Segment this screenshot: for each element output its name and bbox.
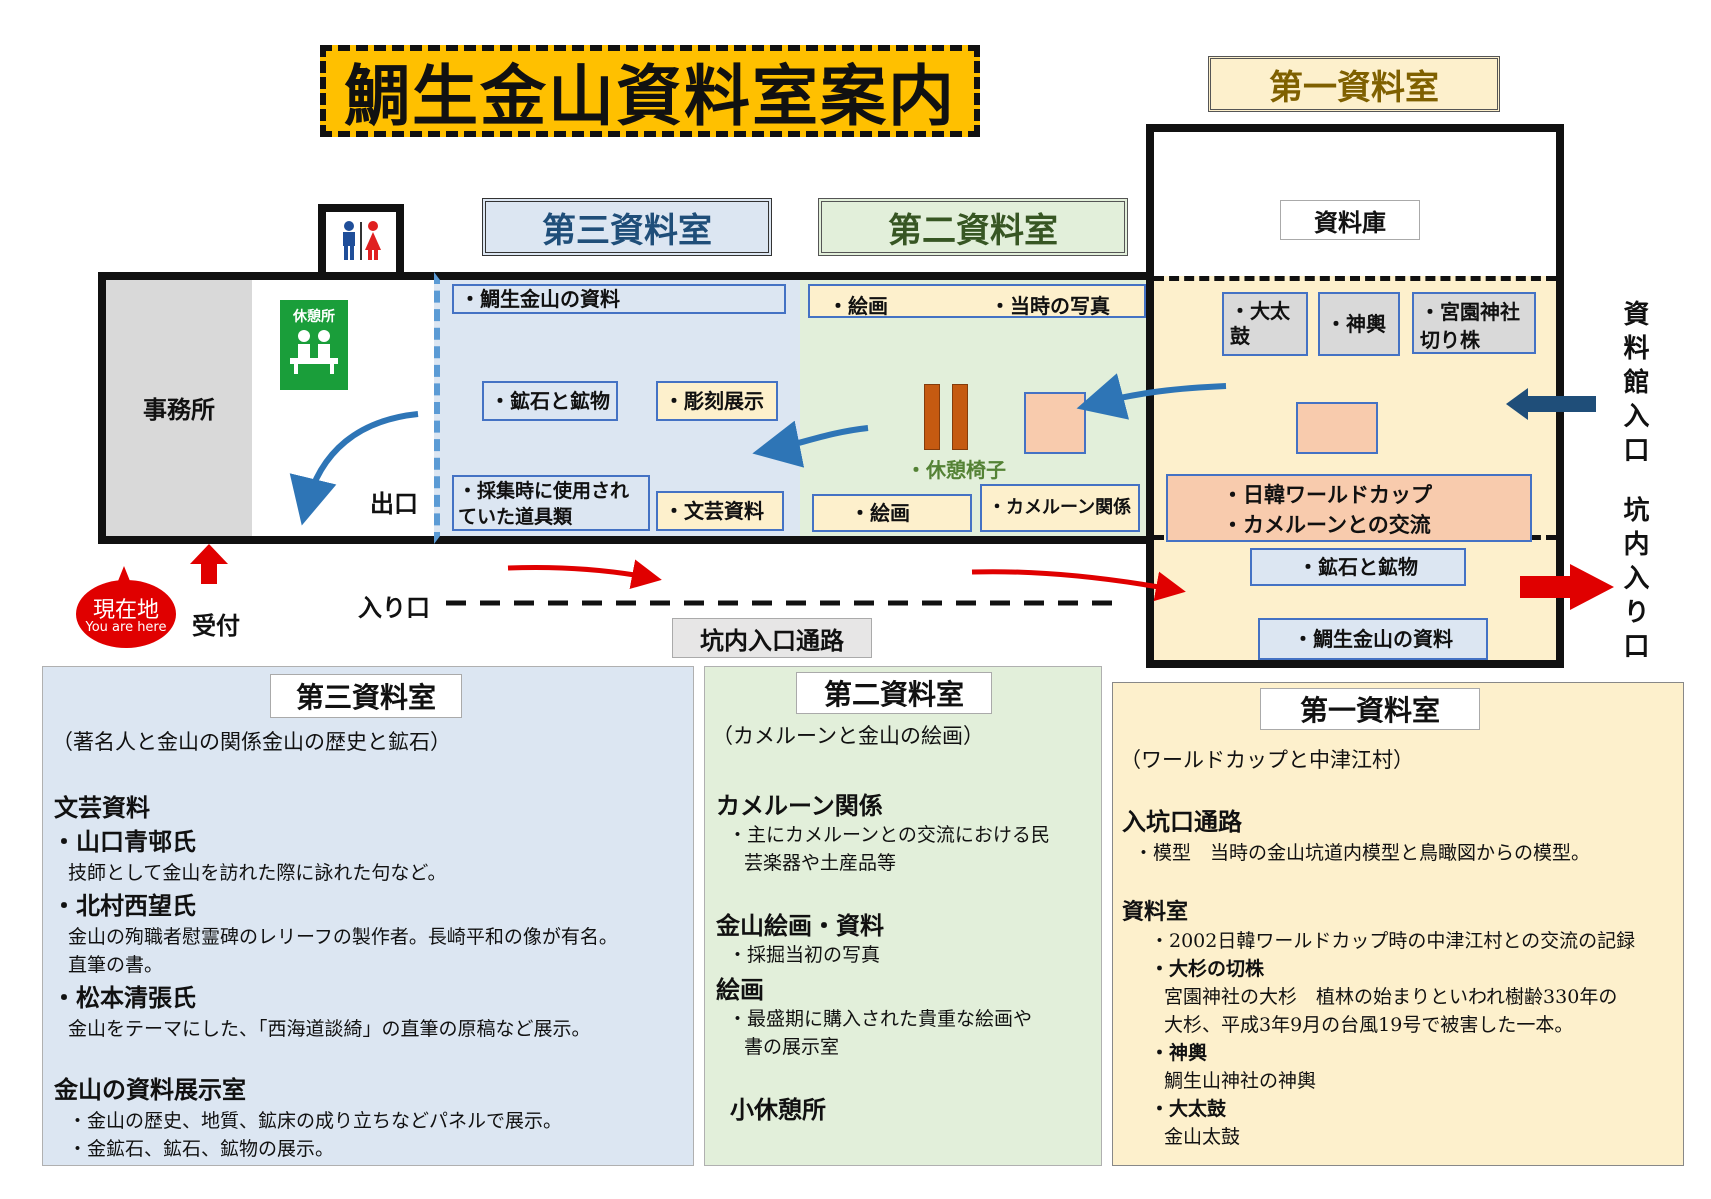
room3-ores: ・鉱石と鉱物 — [482, 381, 618, 421]
room3-tools-line2: ていた道具類 — [458, 505, 573, 528]
mine-entrance-label: 坑内入り口 — [1619, 496, 1649, 666]
storage-label: 資料庫 — [1280, 200, 1420, 240]
panel1-s2-l1: ・2002日韓ワールドカップ時の中津江村との交流の記録 — [1150, 930, 1636, 952]
room2-top-strip — [808, 284, 1146, 318]
panel2-s2-l1: ・採掘当初の写真 — [728, 944, 881, 966]
rest-chair-left — [924, 384, 940, 450]
reception-arrow-head — [190, 544, 228, 564]
room1-worldcup-line2: ・カメルーンとの交流 — [1222, 513, 1431, 538]
red-path-2 — [971, 569, 1186, 602]
here-en: You are here — [85, 620, 167, 635]
room2-display-case — [1024, 392, 1086, 454]
panel3-p1-name: ・山口青邨氏 — [52, 827, 196, 856]
room1-stump-line2: 切り株 — [1420, 328, 1480, 352]
here-jp: 現在地 — [92, 598, 159, 623]
panel3-sec1: 文芸資料 — [54, 793, 150, 822]
rest-area-sign: 休憩所 — [280, 300, 348, 390]
room3-tools: ・採集時に使用され ていた道具類 — [452, 475, 650, 531]
flow-arrows — [190, 373, 1614, 610]
panel2-s3-l1: ・最盛期に購入された貴重な絵画や — [728, 1008, 1033, 1030]
panel3-s2-l1: ・金山の歴史、地質、鉱床の成り立ちなどパネルで展示。 — [68, 1110, 563, 1132]
panel3-p2-desc1: 金山の殉職者慰霊碑のレリーフの製作者。長崎平和の像が有名。 — [68, 926, 618, 948]
tunnel-passage-label: 坑内入口通路 — [672, 618, 872, 658]
panel1-s2-l4: 大杉、平成3年9月の台風19号で被害した一本。 — [1164, 1014, 1574, 1036]
panel2-s3-l2: 書の展示室 — [744, 1036, 840, 1058]
room3-sculpture: ・彫刻展示 — [656, 381, 778, 421]
panel1-s2-l3: 宮園神社の大杉 植林の始まりといわれ樹齢330年の — [1164, 986, 1618, 1008]
red-path-1 — [507, 559, 662, 589]
office-room — [98, 272, 260, 544]
room2-cameroon: ・カメルーン関係 — [980, 484, 1140, 532]
reception-label: 受付 — [192, 612, 240, 640]
panel2-subtitle: （カメルーンと金山の絵画） — [712, 724, 984, 748]
panel2-s1-l2: 芸楽器や土産品等 — [744, 852, 897, 874]
panel3-p3-desc: 金山をテーマにした、「西海道談綺」の直筆の原稿など展示。 — [68, 1018, 591, 1040]
exit-label: 出口 — [370, 490, 418, 518]
panel-room1-title: 第一資料室 — [1260, 688, 1480, 730]
restroom-icon — [336, 220, 386, 262]
panel1-sec2: 資料室 — [1122, 899, 1189, 925]
room1-mikoshi: ・神輿 — [1318, 292, 1400, 356]
panel1-s2-l5: ・神輿 — [1150, 1042, 1208, 1064]
room1-label: 第一資料室 — [1208, 56, 1500, 112]
room1-stump-line1: ・宮園神社 — [1420, 300, 1520, 324]
rest-chair-right — [952, 384, 968, 450]
room2-painting-bottom: ・絵画 — [812, 494, 972, 532]
panel1-sec1: 入坑口通路 — [1122, 807, 1242, 836]
reception-arrow-body — [201, 562, 217, 584]
panel2-sec3: 絵画 — [716, 975, 764, 1004]
panel1-s2-l8: 金山太鼓 — [1164, 1126, 1241, 1148]
room1-drum: ・大太鼓 — [1222, 292, 1308, 356]
entrance-arrow-head — [1506, 388, 1528, 420]
museum-entrance-label: 資料館入口 — [1619, 300, 1649, 470]
mine-arrow-head — [1570, 564, 1614, 610]
panel3-subtitle: （著名人と金山の関係金山の歴史と鉱石） — [52, 730, 451, 754]
entrance-label: 入り口 — [358, 594, 430, 622]
panel1-subtitle: （ワールドカップと中津江村） — [1120, 748, 1414, 772]
room1-worldcup-line1: ・日韓ワールドカップ — [1222, 483, 1432, 507]
panel1-s2-l6: 鯛生山神社の神輿 — [1164, 1070, 1317, 1092]
panel2-s1-l1: ・主にカメルーンとの交流における民 — [728, 824, 1050, 846]
you-are-here-marker: 現在地 You are here — [76, 566, 180, 652]
room1-ores: ・鉱石と鉱物 — [1250, 548, 1466, 586]
room3-materials: ・鯛生金山の資料 — [452, 284, 786, 314]
panel1-s2-l2: ・大杉の切株 — [1150, 958, 1265, 980]
office-label: 事務所 — [143, 396, 215, 424]
room1-display-case — [1296, 402, 1378, 454]
panel2-sec4: 小休憩所 — [730, 1095, 826, 1124]
page-title: 鯛生金山資料室案内 — [320, 45, 980, 137]
panel2-sec1: カメルーン関係 — [716, 791, 883, 820]
room2-photos: ・当時の写真 — [990, 294, 1110, 318]
room2-painting-top: ・絵画 — [828, 294, 888, 318]
room3-label: 第三資料室 — [482, 198, 772, 256]
route-arrow-room2-to-room3 — [752, 420, 869, 468]
room1-worldcup: ・日韓ワールドカップ ・カメルーンとの交流 — [1166, 474, 1532, 542]
panel3-p2-name: ・北村西望氏 — [52, 891, 196, 920]
room1-materials: ・鯛生金山の資料 — [1258, 618, 1488, 660]
panel-room3-title: 第三資料室 — [270, 674, 462, 718]
panel3-p1-desc: 技師として金山を訪れた際に詠れた句など。 — [68, 862, 447, 884]
room1-stump: ・宮園神社 切り株 — [1412, 292, 1536, 354]
mine-arrow-body — [1520, 576, 1572, 598]
room3-literary: ・文芸資料 — [656, 491, 784, 531]
panel-room2 — [704, 666, 1102, 1166]
resting-people-icon — [290, 330, 338, 374]
room3-tools-line1: ・採集時に使用され — [458, 480, 630, 502]
panel3-s2-l2: ・金鉱石、鉱石、鉱物の展示。 — [68, 1138, 335, 1160]
route-arrow-room1-to-room2 — [1076, 373, 1227, 420]
panel1-s2-l7: ・大太鼓 — [1150, 1098, 1227, 1120]
room2-label: 第二資料室 — [818, 198, 1128, 256]
panel2-sec2: 金山絵画・資料 — [716, 911, 884, 940]
rest-sign-label: 休憩所 — [293, 309, 335, 325]
panel-room3 — [42, 666, 694, 1166]
panel1-s1-l1: ・模型 当時の金山坑道内模型と鳥瞰図からの模型。 — [1134, 842, 1591, 864]
panel3-p3-name: ・松本清張氏 — [52, 983, 196, 1012]
panel3-sec2: 金山の資料展示室 — [54, 1075, 246, 1104]
route-arrow-room3-to-exit — [289, 411, 419, 526]
panel-room2-title: 第二資料室 — [796, 672, 992, 714]
panel-room1 — [1112, 682, 1684, 1166]
room2-chairs-label: ・休憩椅子 — [906, 458, 1006, 482]
panel3-p2-desc2: 直筆の書。 — [68, 954, 164, 976]
